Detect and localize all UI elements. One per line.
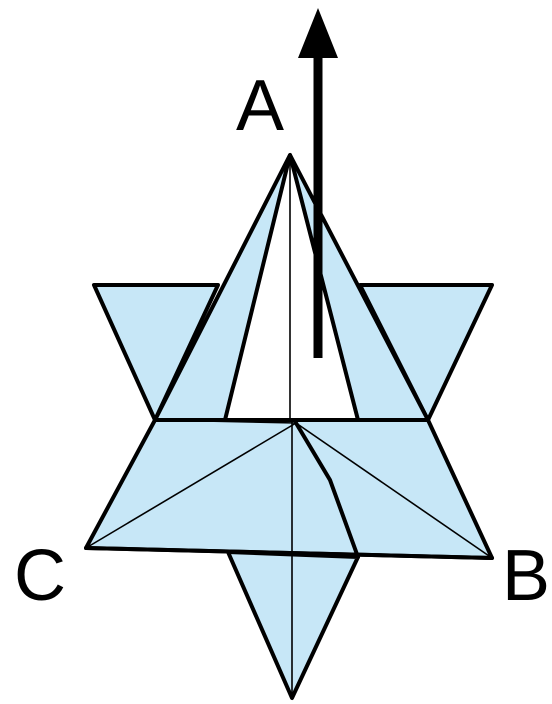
flap-edge: [294, 421, 360, 559]
bottom-point: [226, 550, 360, 700]
crease-c-center: [85, 422, 297, 549]
lower-body: [84, 418, 494, 560]
baseline-edge: [84, 546, 494, 560]
vertex-label-a: A: [236, 66, 284, 146]
vertex-label-c: C: [14, 536, 66, 616]
up-arrow-icon: [298, 8, 338, 358]
crease-b-center: [295, 422, 493, 559]
upper-left-triangle: [92, 283, 220, 422]
vertex-label-b: B: [502, 536, 550, 616]
